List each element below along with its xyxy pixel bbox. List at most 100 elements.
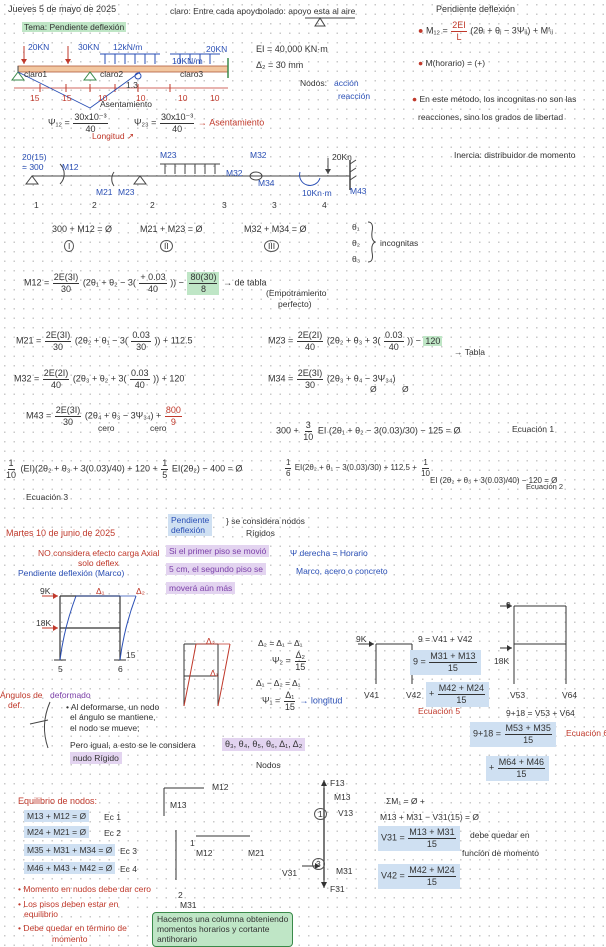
m12-note-2: (Empotramiento [266,288,327,298]
shear-eq-r-den: 15 [523,734,534,745]
node-2-n1: 1 [190,838,195,848]
m23-psi-den: 40 [388,341,399,352]
beam1-load-2: 30KN [78,42,100,52]
node-3-m31: M31 [180,900,197,910]
theory-note-2: reacciones, sino los grados de libertad [418,112,564,122]
m34-zero-b: Ø [402,384,409,394]
beam2-n3a: 3 [222,200,227,210]
deformed-title: deformado [50,690,91,700]
theory-formula-den: L [456,31,462,42]
beam2-m32-top: M23 [160,150,177,160]
frame-psi-2-num: Δ₂ [294,650,307,662]
equil-e1-num: Ec 1 [104,812,122,822]
date-heading-1: Jueves 5 de mayo de 2025 [8,4,117,14]
frame-load-18k: 18K [36,618,52,628]
eq-I: 300 + M12 = Ø [52,224,113,234]
frame-node-6: 6 [118,664,123,674]
beam1-load-3: 12kN/m [113,42,143,52]
theory-title: Pendiente deflexión [436,4,516,14]
frame-note-purple-1: Si el primer piso se movió [169,546,267,556]
ec2-tail: EI(2θ₂) − 400 = Ø [171,463,243,474]
ec1-frac-num: 3 [304,420,312,432]
deformed-joint-sketch [29,701,51,749]
frame-psi-2-den: 15 [295,661,306,672]
node-sum: ΣM₁ = Ø + [386,796,425,806]
bottom-note-2: momentos horarios y cortante [157,924,270,935]
m21-den: 30 [53,341,64,352]
equil-e3: M35 + M31 + M34 = Ø [24,844,116,857]
beam1-span-5: 10 [178,93,188,103]
frame-psi-right: Ψ derecha = Horario [290,548,368,558]
equil-bullet-3b: momento [52,934,88,944]
shear-eq-r-lhs: 9+18 = [473,728,502,739]
m12-note: → de tabla [223,277,267,288]
m21-psi-den: 30 [136,341,147,352]
frame-no-axial-2: solo deflex [78,558,119,568]
m12-tail: )) − [170,277,184,288]
equil-e4-num: Ec 4 [120,864,138,874]
ec3-body: EI(2θ₂ + θ₁ − 3(0.03)/30) + 112.5 + [294,463,417,473]
node-1-sketch [163,787,204,816]
beam1-span-3: 10 [98,93,108,103]
m12-psi-den: 40 [148,283,159,294]
column-node-3: 3 [312,858,325,871]
m23-tail: )) − [407,335,421,346]
frame-note-purple-c: moverá aún más [166,582,236,595]
ec1-lhs: 300 + [276,425,299,436]
shear-ec5: Ecuación 5 [418,706,461,716]
node-v42-num: M42 + M24 [408,865,456,877]
psi23-label: Ψ₂₃ = [134,117,157,128]
props-delta: Δ₂ = 30 mm [256,60,304,70]
beam2-m21: M21 [96,187,113,197]
ec2-body: (EI)(2θ₂ + θ₃ + 3(0.03)/40) + 120 + [20,463,158,474]
m32-psi-num: 0.03 [130,368,150,380]
m43-rest: (2θ₄ + θ₃ − 3Ψ₃₄) + [84,410,162,421]
m34-equation: M34 = 2E(3I)30 (2θ₃ + θ₄ − 3Ψ₃₄) [268,368,396,391]
m12-fem-num: 80(30) [189,272,218,284]
theta-1: θ₁ [352,222,360,232]
beam-2-diagram [25,158,357,190]
bottom-note-3: antihorario [157,934,198,945]
column-f13: F13 [330,778,345,788]
m32-psi-den: 40 [134,379,145,390]
m32-den: 40 [51,379,62,390]
frame-psi-1-lhs: Ψ₁ = [262,695,281,706]
equil-bullet-2: • Los pisos deben estar en [18,899,119,909]
frame-delta-1: Δ₁ [96,586,105,596]
legend-bolado-term: bolado [258,6,284,16]
ec3-frac-den: 10 [421,468,431,478]
beam1-span-2: 15 [62,93,72,103]
beam-1-diagram [11,46,229,109]
shear-ec6: Ecuación 6 [566,728,606,738]
theory-note-1: ● En este método, los incognitas no son … [412,94,577,104]
ec2-frac-den: 5 [162,469,168,480]
column-m31: M31 [336,866,353,876]
m34-num: 2E(3I) [296,368,324,380]
frame-box-note-2: Rígidos [246,528,275,538]
beam2-n3b: 3 [272,200,277,210]
beam1-span-6: 10 [210,93,220,103]
ec2-lead-num: 1 [7,458,15,470]
m43-fem-den: 9 [170,416,176,427]
m12-den: 30 [61,283,72,294]
node-v42-den: 15 [426,876,437,887]
bottom-note: Hacemos una columna obteniendo momentos … [152,912,294,947]
beam1-settlement: Asentamiento [100,99,152,109]
legend-bolado-def: : apoyo esta al aire [283,6,356,16]
beam2-n2b: 2 [150,200,155,210]
legend-claro: claro: Entre cada apoyo [170,6,260,16]
beam2-m12: M12 [62,162,79,172]
node-v31-num: M13 + M31 [408,827,456,839]
ec1-frac-den: 10 [303,431,314,442]
equil-e4: M46 + M43 + M42 = Ø [24,862,116,875]
m23-psi-num: 0.03 [384,330,404,342]
theta-2: θ₂ [352,238,361,248]
eq-III: M32 + M34 = Ø [244,224,307,234]
